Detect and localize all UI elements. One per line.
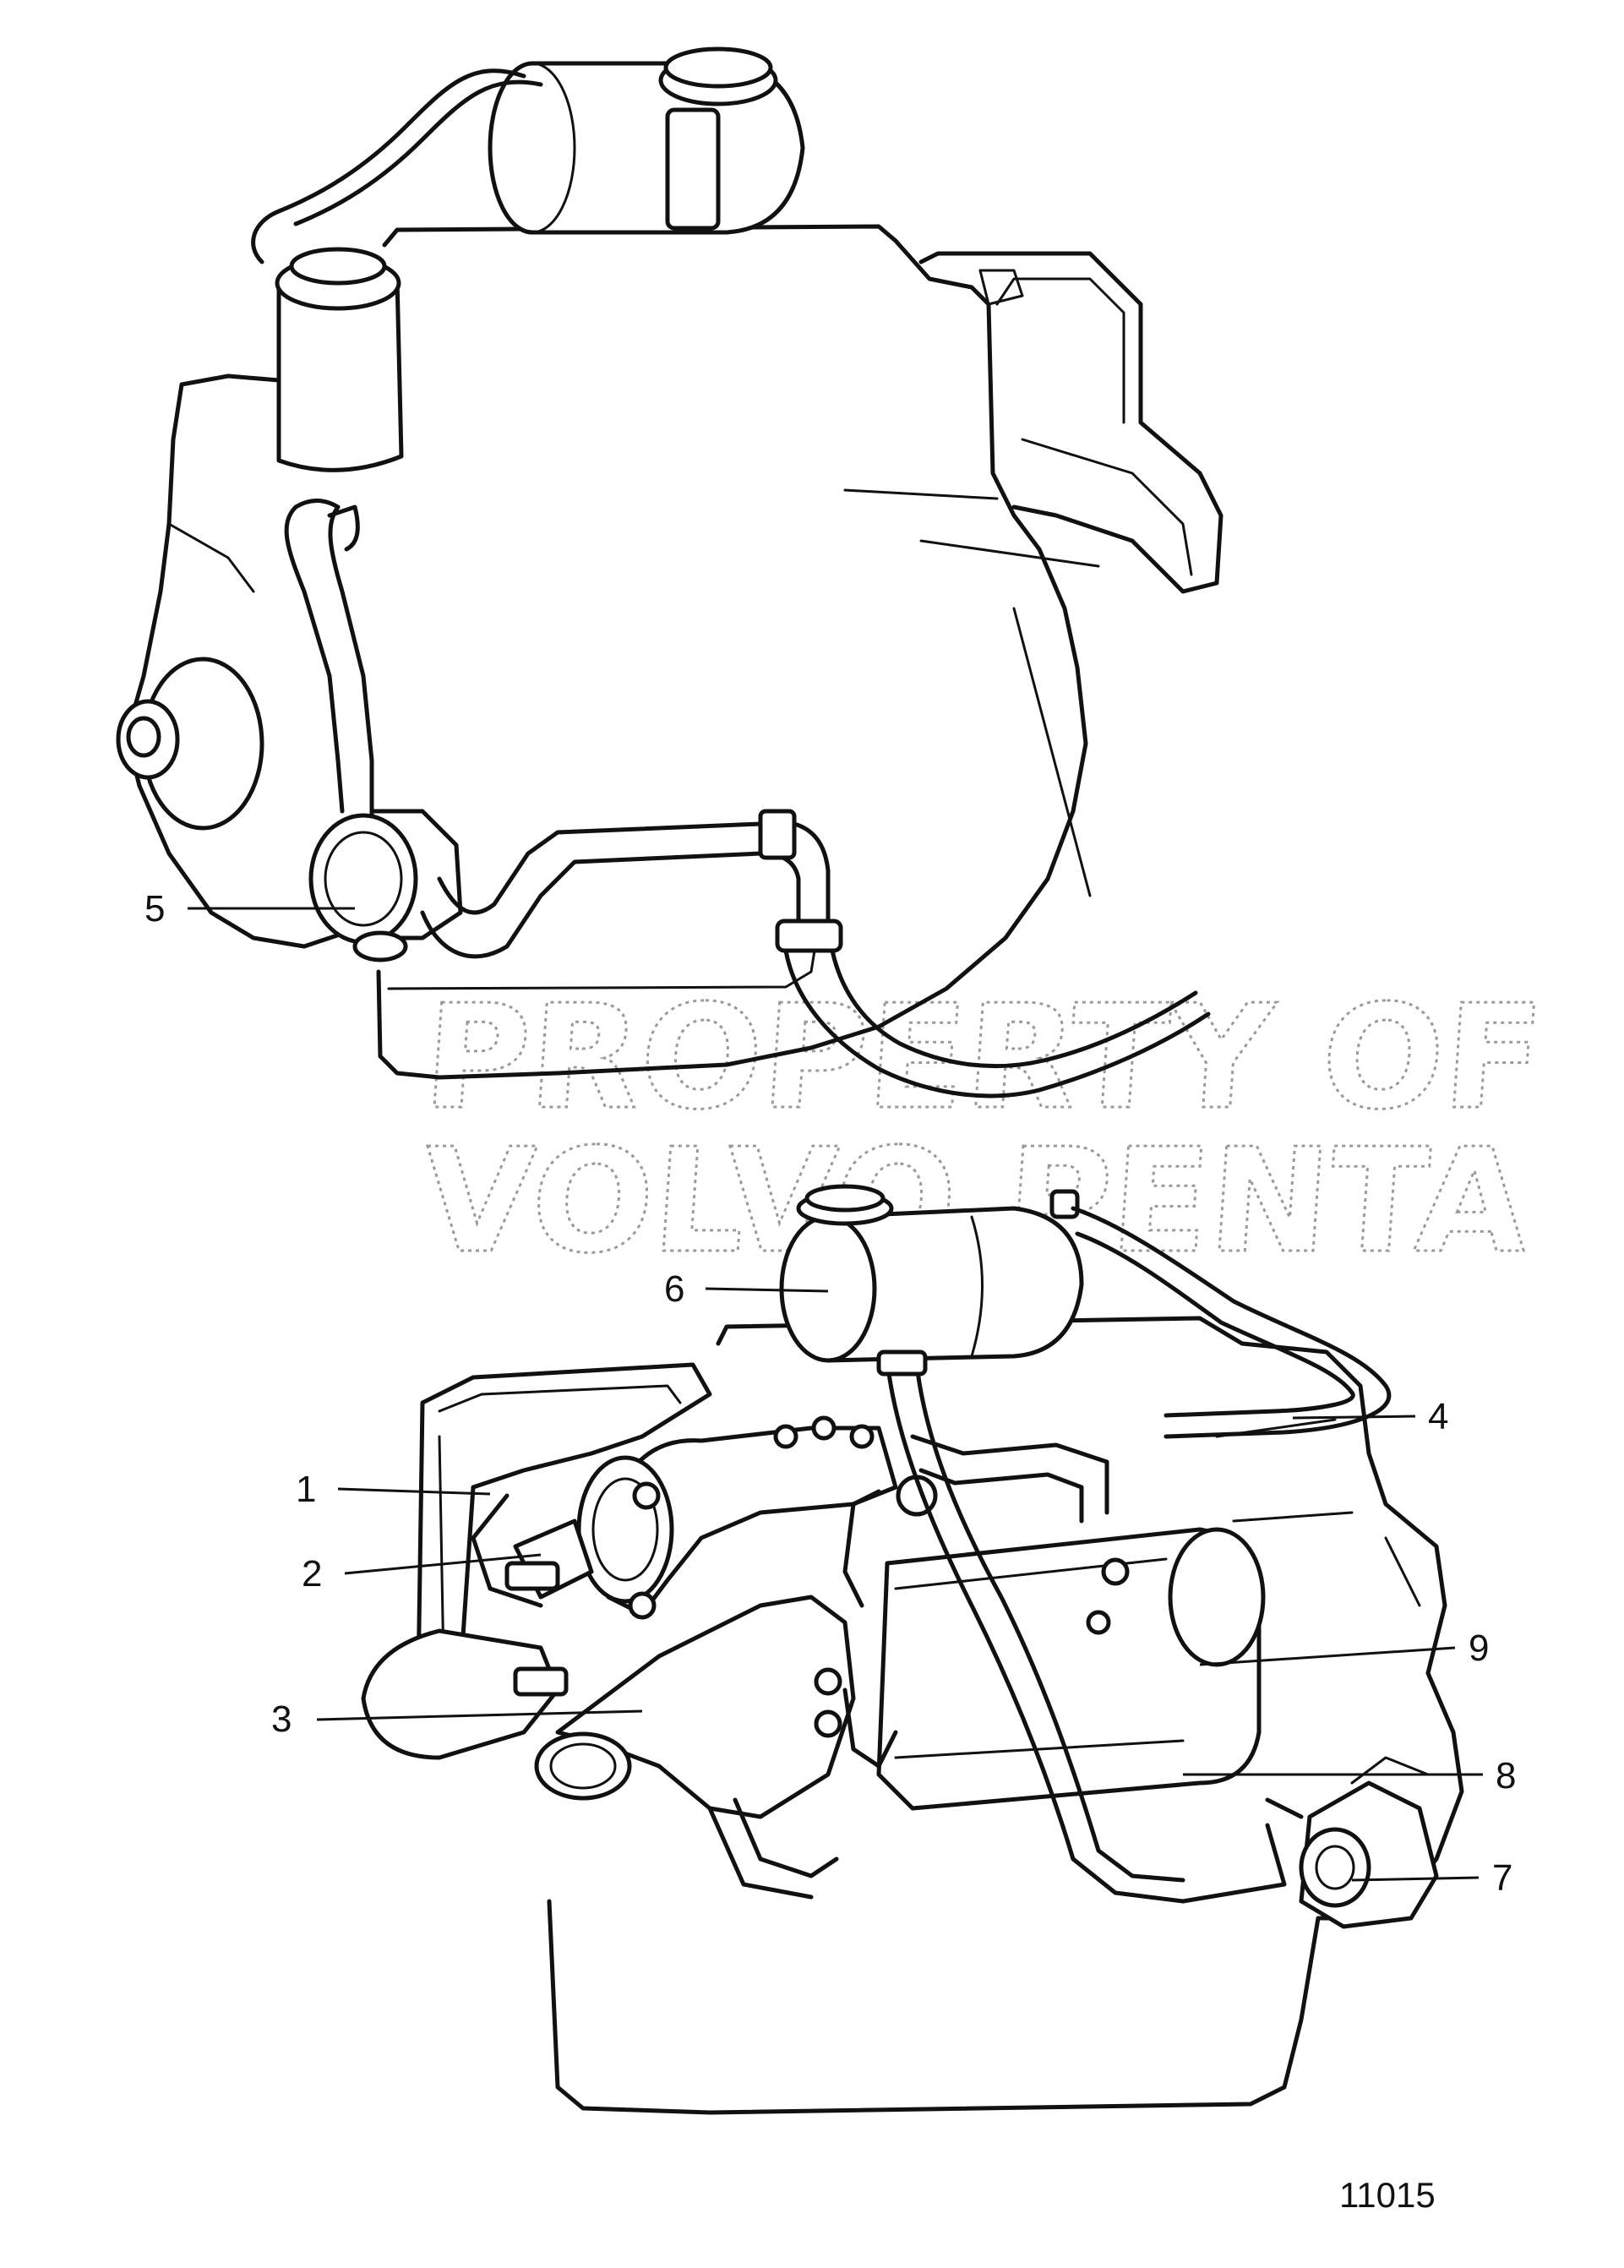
upper-elbow-fitting	[758, 809, 843, 953]
callout-3: 3	[271, 1698, 643, 1740]
upper-transfer-pipe	[420, 851, 763, 959]
lower-engine-view	[361, 1184, 1464, 2115]
watermark-line1: PROPERTY OF	[419, 974, 1549, 1142]
callout-8: 8	[1183, 1755, 1516, 1796]
upper-circulation-pump	[308, 809, 463, 962]
lower-engine-block	[547, 1316, 1464, 2115]
callout-5-label: 5	[144, 888, 165, 930]
callout-3-label: 3	[271, 1698, 292, 1740]
callout-8-label: 8	[1496, 1755, 1516, 1796]
lower-bracket-pipe	[842, 1687, 898, 1769]
callout-6-label: 6	[664, 1268, 684, 1310]
upper-valve-cover	[918, 251, 1223, 594]
lower-inlet-bend	[361, 1493, 594, 1760]
callout-7: 7	[1351, 1857, 1512, 1899]
callout-2: 2	[302, 1553, 542, 1595]
callout-2-label: 2	[302, 1553, 322, 1595]
lower-overflow-hose	[1071, 1206, 1392, 1439]
figure-number: 11015	[1339, 2175, 1436, 2215]
upper-engine-view	[116, 46, 1223, 1099]
callout-1: 1	[296, 1469, 491, 1510]
callout-4-label: 4	[1428, 1396, 1448, 1437]
callout-4: 4	[1292, 1396, 1448, 1437]
upper-engine-block	[376, 224, 1088, 1080]
callout-7-label: 7	[1492, 1857, 1512, 1899]
callout-9: 9	[1199, 1627, 1489, 1669]
lower-feed-hose	[885, 1358, 1185, 1904]
lower-expansion-tank	[779, 1184, 1084, 1363]
callout-5: 5	[144, 888, 355, 930]
callouts: 1 2 3 4 5 6 7 8	[144, 888, 1516, 1899]
lower-connecting-pipe	[910, 1434, 1109, 1515]
callout-6: 6	[664, 1268, 829, 1310]
lower-heat-exchanger	[576, 1426, 898, 1620]
callout-1-label: 1	[296, 1469, 316, 1510]
watermark: PROPERTY OF VOLVO PENTA	[416, 973, 1549, 1287]
upper-return-pipe	[284, 504, 345, 814]
upper-filter-canister	[275, 247, 404, 472]
lower-exhaust-elbow	[534, 1595, 856, 1819]
callout-9-label: 9	[1469, 1627, 1489, 1669]
upper-drain-hose	[783, 948, 1211, 1099]
upper-overflow-hose	[251, 68, 526, 264]
upper-expansion-tank	[488, 46, 805, 235]
lower-circulation-pump	[1180, 1780, 1439, 1929]
